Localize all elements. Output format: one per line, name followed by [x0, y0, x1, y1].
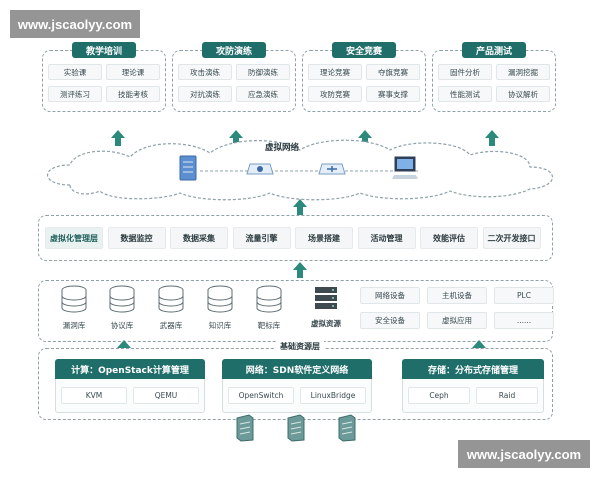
module-item[interactable]: 应急演练	[236, 86, 290, 102]
device-item[interactable]: 网络设备	[360, 287, 420, 304]
database-icon	[207, 285, 233, 313]
module-card	[42, 50, 166, 112]
module-item[interactable]: 固件分析	[438, 64, 492, 80]
base-group-title: 网络：SDN软件定义网络	[222, 359, 372, 379]
module-item[interactable]: 理论课	[106, 64, 160, 80]
device-item[interactable]: 虚拟应用	[427, 312, 487, 329]
base-item[interactable]: KVM	[61, 387, 127, 404]
module-item[interactable]: 技能考核	[106, 86, 160, 102]
database-icon	[61, 285, 87, 313]
module-item[interactable]: 漏洞挖掘	[496, 64, 550, 80]
base-group-title: 计算：OpenStack计算管理	[55, 359, 205, 379]
device-item[interactable]: PLC	[494, 287, 554, 304]
base-item[interactable]: QEMU	[133, 387, 199, 404]
module-title: 产品测试	[462, 42, 526, 58]
arrow-up-icon	[293, 199, 307, 215]
module-item[interactable]: 协议解析	[496, 86, 550, 102]
base-layer-title: 基础资源层	[276, 341, 324, 352]
server-icon	[287, 414, 305, 442]
module-item[interactable]: 性能测试	[438, 86, 492, 102]
module-item[interactable]: 赛事支撑	[366, 86, 420, 102]
virtual-layer-item[interactable]: 场景搭建	[295, 227, 353, 249]
server-rack-icon	[315, 287, 337, 309]
virtual-network-label: 虚拟网络	[265, 143, 300, 153]
arrow-up-icon	[293, 262, 307, 278]
base-item[interactable]: LinuxBridge	[300, 387, 366, 404]
module-item[interactable]: 实验课	[48, 64, 102, 80]
module-item[interactable]: 对抗演练	[178, 86, 232, 102]
virtual-layer-item[interactable]: 活动管理	[357, 227, 416, 249]
server-icon	[338, 414, 356, 442]
switch-icon	[246, 163, 274, 175]
server-icon	[236, 414, 254, 442]
virtual-layer-item[interactable]: 数据采集	[170, 227, 228, 249]
virtual-network-cloud	[47, 139, 553, 201]
arrow-up-icon	[111, 130, 125, 146]
base-item[interactable]: Ceph	[408, 387, 470, 404]
watermark-top: www.jscaolyy.com	[10, 10, 140, 38]
device-item[interactable]: 主机设备	[427, 287, 487, 304]
virtual-resource-label: 虚拟资源	[311, 319, 341, 328]
module-title: 安全竞赛	[332, 42, 396, 58]
library-label: 知识库	[208, 321, 232, 330]
device-item[interactable]: 安全设备	[360, 312, 420, 329]
base-group-title: 存储：分布式存储管理	[402, 359, 544, 379]
base-item[interactable]: OpenSwitch	[228, 387, 294, 404]
virtual-layer-item[interactable]: 效能评估	[420, 227, 478, 249]
monitor-icon	[392, 156, 418, 179]
virtualization-management[interactable]: 虚拟化管理层	[45, 227, 103, 249]
library-label: 协议库	[110, 321, 134, 330]
base-item[interactable]: Raid	[476, 387, 538, 404]
library-label: 靶标库	[257, 321, 281, 330]
module-card	[302, 50, 426, 112]
module-item[interactable]: 攻击演练	[178, 64, 232, 80]
router-icon	[318, 163, 346, 175]
library-label: 漏洞库	[62, 321, 86, 330]
device-item[interactable]: ......	[494, 312, 554, 329]
virtual-layer-item[interactable]: 流量引擎	[232, 227, 291, 249]
virtual-layer-item[interactable]: 二次开发接口	[482, 227, 541, 249]
module-item[interactable]: 攻防竞赛	[308, 86, 362, 102]
module-item[interactable]: 理论竞赛	[308, 64, 362, 80]
library-label: 武器库	[159, 321, 183, 330]
server-icon	[179, 155, 197, 181]
watermark-bottom: www.jscaolyy.com	[458, 440, 590, 468]
module-title: 教学培训	[72, 42, 136, 58]
module-item[interactable]: 测评练习	[48, 86, 102, 102]
arrow-up-icon	[485, 130, 499, 146]
database-icon	[158, 285, 184, 313]
virtual-layer-item[interactable]: 数据监控	[107, 227, 166, 249]
module-card	[432, 50, 556, 112]
module-item[interactable]: 防御演练	[236, 64, 290, 80]
module-card	[172, 50, 296, 112]
database-icon	[256, 285, 282, 313]
database-icon	[109, 285, 135, 313]
module-item[interactable]: 夺旗竞赛	[366, 64, 420, 80]
module-title: 攻防演练	[202, 42, 266, 58]
